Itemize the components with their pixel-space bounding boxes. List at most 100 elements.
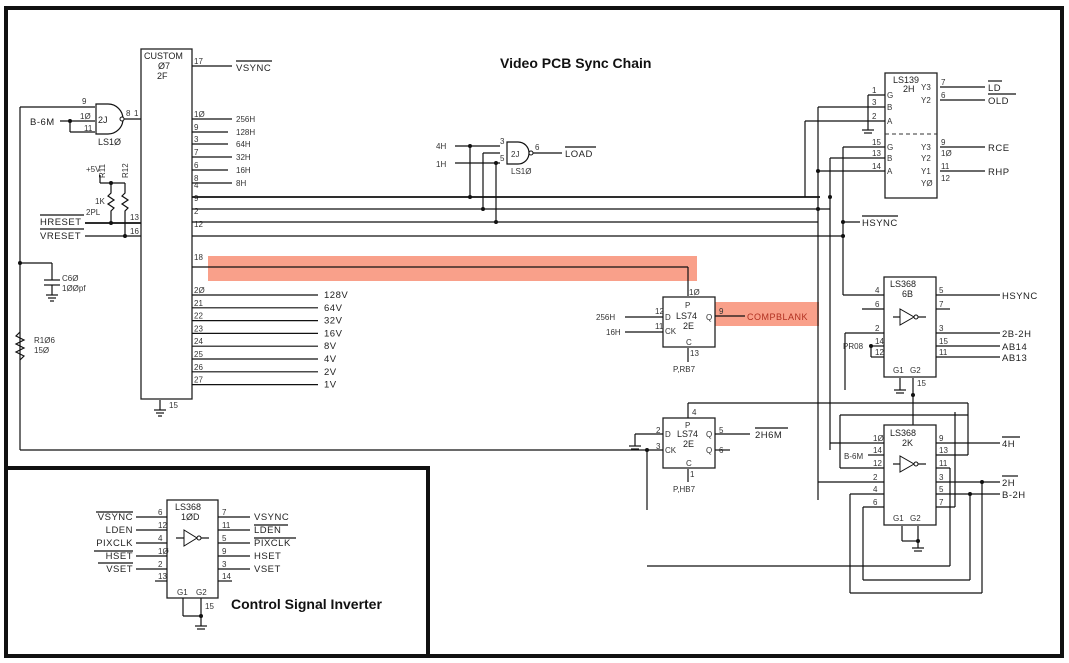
custom-chip-name: CUSTOM [144, 51, 183, 61]
v-signal-label: 128V [324, 290, 348, 301]
r12-label: R12 [121, 163, 130, 178]
pin-label: 15 [939, 337, 948, 346]
v-signal-label: 2V [324, 367, 337, 378]
ab14-label: AB14 [1002, 342, 1027, 353]
pin-label: 6 [194, 161, 199, 170]
svg-text:Q: Q [706, 430, 712, 439]
pin-label: 14 [873, 446, 882, 455]
svg-text:D: D [665, 430, 671, 439]
pin-function: B [887, 154, 892, 163]
g2-label: G2 [196, 588, 207, 597]
pin-label: 12 [655, 307, 664, 316]
pin-label: 4 [158, 534, 163, 543]
custom-chip: CUSTOM Ø7 2F 17 VSYNC 15 [140, 48, 272, 417]
b2h-label: B-2H [1002, 490, 1026, 501]
b6m-input-label: B-6M [844, 452, 863, 461]
capacitor-name: C6Ø [62, 274, 78, 283]
chip-part: LS368 [890, 279, 916, 289]
pin-label: 15 [872, 138, 881, 147]
v-signal-label: 16V [324, 328, 343, 339]
pin-label: 6 [875, 300, 880, 309]
2h6m-label: 2H6M [755, 430, 782, 441]
inset-input-label: VSET [106, 564, 133, 575]
pin-label: 6 [535, 143, 540, 152]
pin-label: 9 [194, 123, 199, 132]
pin-label: 14 [875, 337, 884, 346]
pin-label: 6 [158, 508, 163, 517]
input-256h: 256H [596, 313, 615, 322]
rce-label: RCE [988, 143, 1010, 154]
ls74-bot-chip: 4 P D LS74 2E Q CK Q C 2 3 5 6 1 2H6M P,… [629, 402, 968, 510]
inset-input-label: VSYNC [98, 512, 133, 523]
pin-function: Y2 [921, 96, 931, 105]
2b2h-label: 2B-2H [1002, 329, 1031, 340]
b6m-label: B-6M [30, 117, 55, 128]
pin-label: 1Ø [80, 112, 91, 121]
pin-label: 15 [917, 379, 926, 388]
pin-label: 16 [130, 227, 139, 236]
pin-function: Y1 [921, 167, 931, 176]
pin-label: 1 [134, 109, 139, 118]
r106-label: R1Ø6 [34, 336, 55, 345]
pin-label: 1Ø [941, 149, 952, 158]
svg-text:C: C [686, 459, 692, 468]
pin-label: 13 [939, 446, 948, 455]
highlight-compblank [714, 302, 819, 326]
chip-loc: 2K [902, 438, 913, 448]
pin-label: 1Ø [873, 434, 884, 443]
r106-value: 15Ø [34, 346, 49, 355]
ls74-top-chip: 1Ø P D LS74 2E Q CK C 12 11 9 13 256H 16… [596, 288, 808, 374]
v-signal-label: 8V [324, 341, 337, 352]
pin-label: 2 [872, 112, 877, 121]
pin-label: 6 [873, 498, 878, 507]
pin-label: 26 [194, 363, 203, 372]
chip-loc: 1ØD [181, 512, 200, 522]
pin-label: 12 [873, 459, 882, 468]
hsync-label: HSYNC [862, 218, 898, 229]
h-signal-label: 256H [236, 115, 255, 124]
load-nand-gate: 4H 1H 3 5 2J LS1Ø 6 LOAD [436, 137, 596, 224]
capacitor-value: 1ØØpf [62, 284, 86, 293]
pin-label: 1Ø [194, 110, 205, 119]
pin-label: 13 [158, 572, 167, 581]
inset-output-label: LDEN [254, 525, 281, 536]
chip-loc: 2H [903, 84, 915, 94]
chip-ref: P,HB7 [673, 485, 696, 494]
inset-output-label: PIXCLK [254, 538, 291, 549]
g2-label: G2 [910, 366, 921, 375]
pin-label: 11 [939, 459, 948, 468]
chip-loc: 6B [902, 289, 913, 299]
hreset-label: HRESET [40, 217, 82, 228]
ls368-10d-chip: LS368 1ØD 6VSYNC12LDEN4PIXCLK1ØHSET2VSET… [94, 499, 296, 630]
pin-label: 3 [194, 135, 199, 144]
pin-label: 22 [194, 312, 203, 321]
pin-label: 24 [194, 337, 203, 346]
pin-label: 7 [941, 78, 946, 87]
pin-label: 9 [941, 138, 946, 147]
old-label: OLD [988, 96, 1009, 107]
pin-function: Y3 [921, 143, 931, 152]
pr08-label: PR08 [843, 342, 864, 351]
chip-part: LS368 [890, 428, 916, 438]
pin-label: 23 [194, 324, 203, 333]
inset-title: Control Signal Inverter [231, 596, 382, 612]
pin-label: 4 [873, 485, 878, 494]
pin-label: 9 [222, 547, 227, 556]
h-signal-label: 32H [236, 153, 251, 162]
pin-label: 1Ø [689, 288, 700, 297]
pin-function: Y3 [921, 83, 931, 92]
input-4h: 4H [436, 142, 446, 151]
v-signal-label: 4V [324, 354, 337, 365]
gate-loc: 2J [98, 115, 108, 125]
ld-label: LD [988, 83, 1001, 94]
resistor-value: 1K [95, 197, 105, 206]
pin-label: 7 [939, 300, 944, 309]
pin-label: 2 [194, 207, 199, 216]
inset-output-label: HSET [254, 551, 281, 562]
custom-chip-loc: 2F [157, 71, 168, 81]
pin-label: 5 [222, 534, 227, 543]
pin-label: 3 [500, 137, 505, 146]
pin-label: 11 [222, 521, 231, 530]
svg-text:Q: Q [706, 446, 712, 455]
